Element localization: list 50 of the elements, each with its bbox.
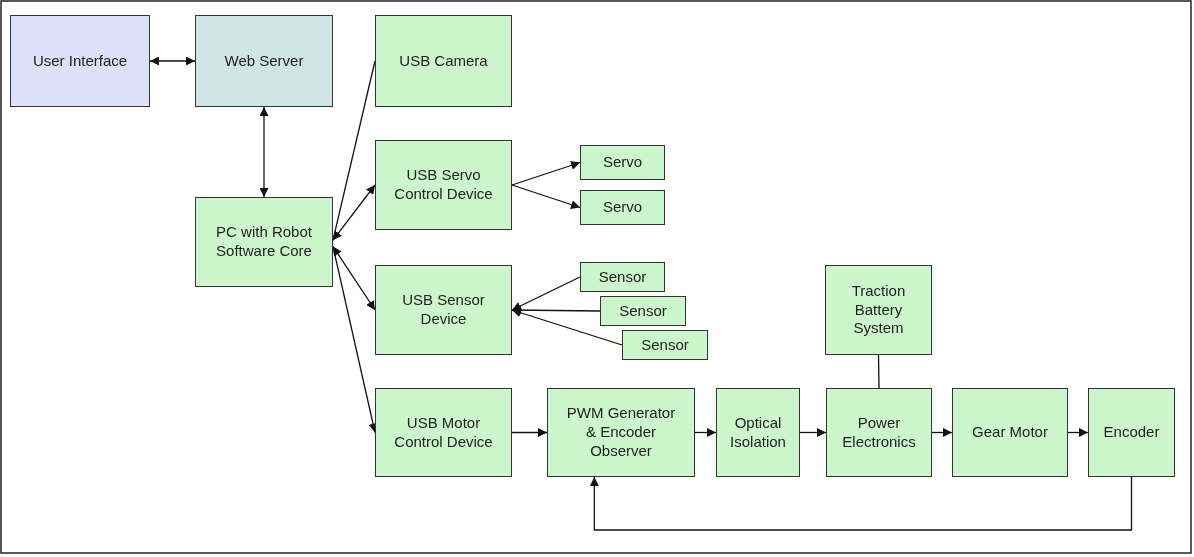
block-label: Optical Isolation <box>729 413 787 452</box>
block-box <box>375 140 512 230</box>
block-box <box>10 15 150 107</box>
block-box <box>580 262 665 292</box>
block-label: USB Servo Control Device <box>393 166 494 204</box>
block-label: Servo <box>601 153 644 172</box>
block-label: PWM Generator & Encoder Observer <box>565 404 677 461</box>
arrow <box>931 428 953 437</box>
arrow <box>511 184 581 209</box>
block-label: Servo <box>601 198 644 217</box>
block-label: Sensor <box>618 301 668 321</box>
block-box <box>1088 388 1175 477</box>
block-label: User Interface <box>31 51 129 71</box>
arrow <box>332 245 376 311</box>
block-box <box>825 265 932 355</box>
arrow <box>259 106 269 198</box>
arrow <box>589 476 1133 531</box>
block-label: Sensor <box>640 335 690 355</box>
block-label: Power Electronics <box>841 413 917 452</box>
block-box <box>622 330 708 360</box>
block-box <box>826 388 932 477</box>
arrow <box>511 276 581 311</box>
block-box <box>580 190 665 225</box>
block-box <box>375 265 512 355</box>
block-box <box>195 15 333 107</box>
block-label: USB Sensor Device <box>401 291 486 329</box>
block-label: PC with Robot Software Core <box>215 223 313 261</box>
arrow <box>694 428 717 437</box>
block-label: Sensor <box>597 267 648 287</box>
arrow <box>332 184 376 241</box>
block-box <box>952 388 1068 477</box>
arrow <box>799 428 827 437</box>
block-box <box>547 388 695 477</box>
block-box <box>375 15 512 107</box>
block-label: Encoder <box>1102 423 1161 442</box>
block-box <box>600 296 686 326</box>
block-label: USB Motor Control Device <box>393 413 494 452</box>
block-label: Gear Motor <box>971 423 1049 442</box>
block-box <box>716 388 800 477</box>
arrow <box>511 308 623 346</box>
arrow <box>511 428 548 437</box>
block-label: Traction Battery System <box>850 281 907 339</box>
arrow <box>1067 428 1089 437</box>
block-label: Web Server <box>223 51 305 71</box>
arrow <box>149 56 196 66</box>
arrow <box>511 161 581 186</box>
block-box <box>195 197 333 287</box>
block-label: USB Camera <box>398 51 489 71</box>
block-box <box>375 388 512 477</box>
block-box <box>580 145 665 180</box>
